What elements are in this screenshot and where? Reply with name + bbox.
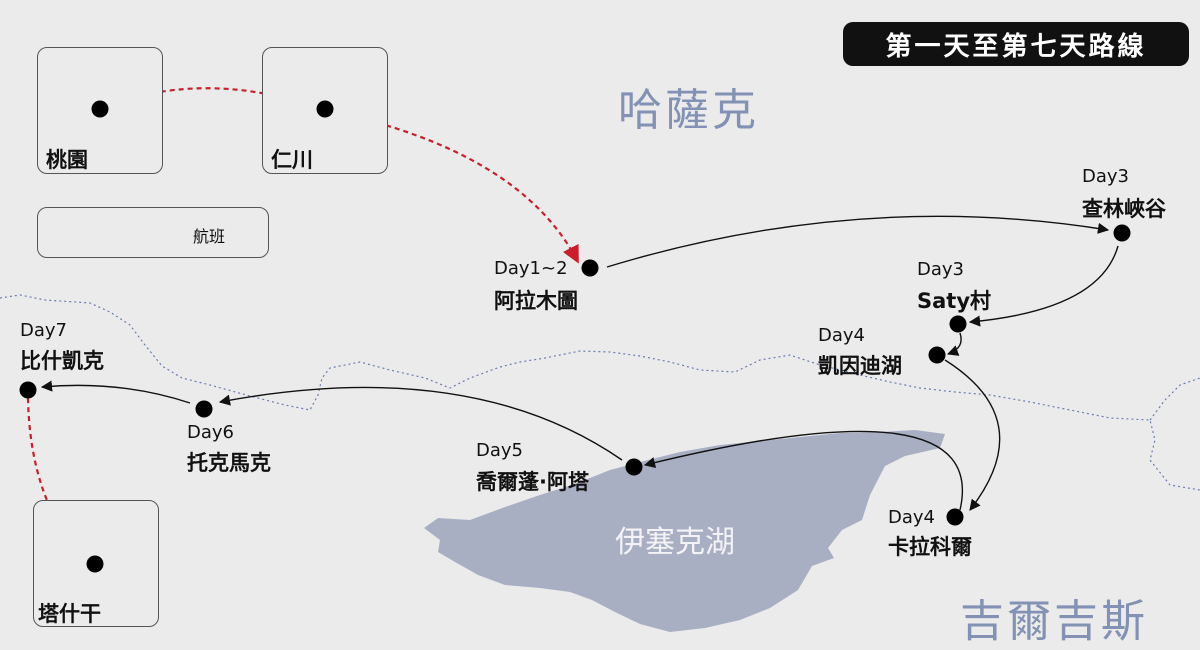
dot-almaty [581, 259, 599, 277]
dot-incheon [316, 100, 334, 118]
place-name-incheon: 仁川 [271, 148, 313, 172]
route-tokmok-bishkek [40, 380, 191, 404]
dot-karakol [946, 508, 964, 526]
dot-saty [949, 315, 967, 333]
region-label-kazakhstan: 哈薩克 [618, 85, 759, 136]
place-name-almaty: 阿拉木圖 [494, 289, 578, 313]
place-name-charyn: 查林峽谷 [1082, 197, 1166, 221]
dot-cholponata [625, 458, 643, 476]
place-name-cholponata: 喬爾蓬·阿塔 [476, 470, 589, 494]
place-name-tokmok: 托克馬克 [187, 451, 271, 475]
place-name-tashkent: 塔什干 [38, 602, 101, 626]
place-name-taoyuan: 桃園 [46, 148, 88, 172]
route-charyn-saty [968, 245, 1119, 327]
route-almaty-charyn [606, 215, 1110, 268]
day-label-almaty: Day1~2 [494, 258, 568, 279]
country-border-east [1149, 377, 1200, 421]
legend-label: 航班 [193, 227, 226, 246]
lake-label: 伊塞克湖 [615, 525, 735, 560]
day-label-bishkek: Day7 [20, 320, 67, 341]
route-kaindy-karakol [944, 359, 1001, 511]
day-label-kaindy: Day4 [818, 325, 865, 346]
day-label-cholponata: Day5 [476, 440, 523, 461]
dot-tokmok [195, 400, 213, 418]
place-name-saty: Saty村 [917, 289, 992, 313]
day-label-karakol: Day4 [888, 507, 935, 528]
day-label-saty: Day3 [917, 259, 964, 280]
place-name-karakol: 卡拉科爾 [888, 535, 972, 559]
country-border [0, 294, 1200, 491]
dot-taoyuan [91, 100, 109, 118]
day-label-charyn: Day3 [1082, 166, 1129, 187]
route-saty-kaindy [946, 332, 962, 356]
dot-bishkek [19, 381, 37, 399]
place-name-bishkek: 比什凱克 [20, 349, 104, 373]
route-karakol-cholponata [643, 430, 964, 511]
legend-box [37, 207, 269, 258]
dot-charyn [1113, 224, 1131, 242]
map-title: 第一天至第七天路線 [843, 22, 1189, 66]
day-label-tokmok: Day6 [187, 422, 234, 443]
dot-tashkent [86, 555, 104, 573]
dot-kaindy [928, 346, 946, 364]
lake-shape [424, 430, 945, 632]
region-label-kyrgyzstan: 吉爾吉斯 [960, 596, 1148, 647]
route-cholponata-tokmok [218, 386, 623, 461]
place-name-kaindy: 凱因迪湖 [818, 354, 902, 378]
